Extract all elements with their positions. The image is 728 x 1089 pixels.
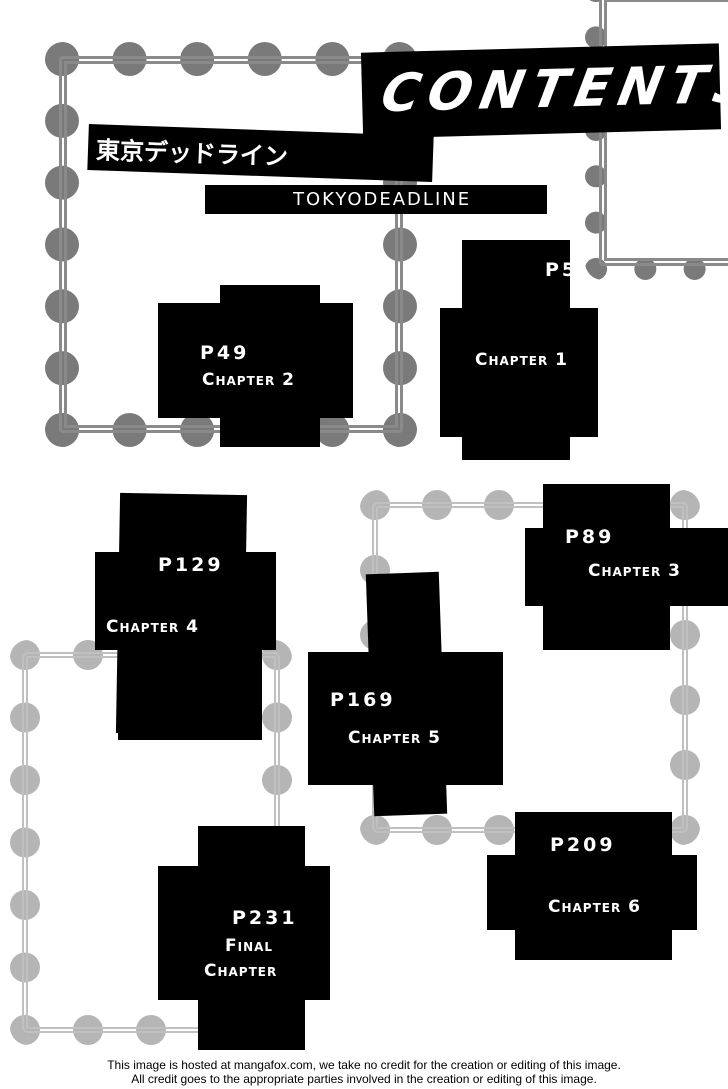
chapter-2-label: Chapter 2: [202, 370, 295, 390]
chapter-3-page: P89: [565, 526, 615, 548]
chapter-4-page: P129: [158, 554, 224, 576]
chapter-4-label: Chapter 4: [106, 617, 199, 637]
final-chapter-page: P231: [232, 907, 298, 929]
contents-title: CONTENTS: [376, 54, 728, 125]
chapter-6-page: P209: [550, 834, 616, 856]
chapter-2-page: P49: [200, 342, 250, 364]
chapter-5-page: P169: [330, 689, 396, 711]
chapter-5-label: Chapter 5: [348, 728, 441, 748]
lace-frame-top-right: [585, 0, 728, 280]
chapter-6-label: Chapter 6: [548, 897, 641, 917]
japanese-title: 東京デッドライン: [95, 136, 289, 171]
chapter-1-page: P5: [545, 259, 579, 281]
credit-line-1: This image is hosted at mangafox.com, we…: [107, 1058, 621, 1072]
credit-line-2: All credit goes to the appropriate parti…: [131, 1072, 597, 1086]
contents-banner: CONTENTS: [360, 43, 728, 139]
chapter-3-label: Chapter 3: [588, 561, 681, 581]
chapter-1-label: Chapter 1: [475, 350, 568, 370]
english-title: TOKYODEADLINE: [293, 189, 472, 210]
english-title-banner: TOKYODEADLINE: [205, 185, 547, 214]
final-chapter-label-line2: Chapter: [204, 961, 278, 981]
final-chapter-label-line1: Final: [225, 936, 274, 956]
